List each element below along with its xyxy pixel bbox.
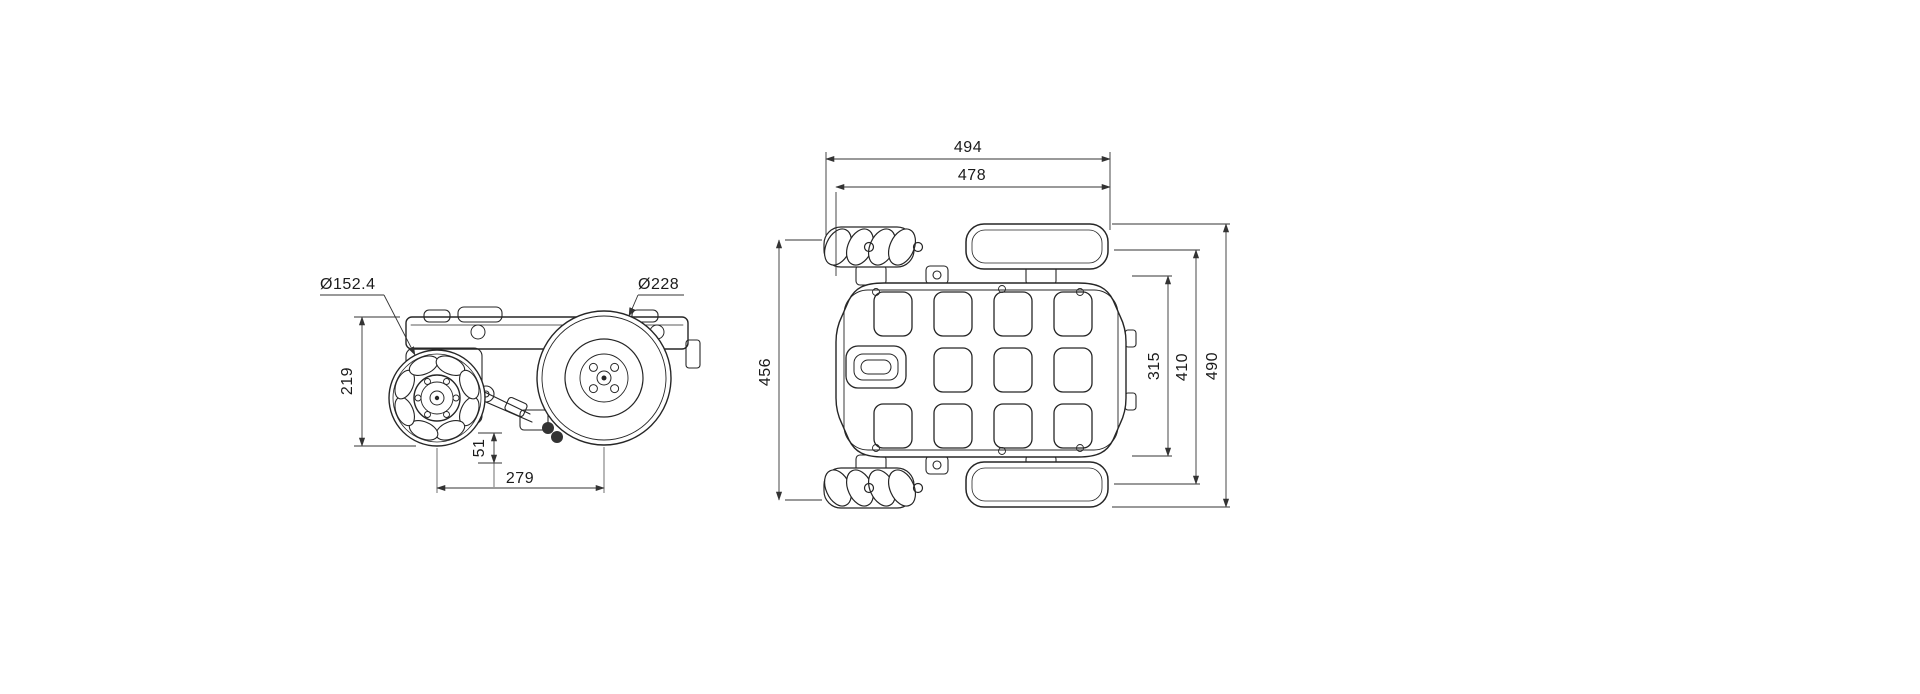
dim-label-wheelbase: 279 bbox=[506, 470, 534, 487]
drive-wheel-side bbox=[536, 310, 672, 446]
top-view bbox=[823, 223, 1137, 509]
mecanum-wheel-bottom-left bbox=[823, 467, 924, 509]
dim-body-width: 478 bbox=[835, 167, 1111, 276]
dim-overall-length: 490 bbox=[1112, 223, 1230, 508]
mecanum-wheel-top-left bbox=[823, 226, 924, 268]
drive-wheel-bottom-right bbox=[965, 461, 1109, 508]
drive-wheel-top-right bbox=[965, 223, 1109, 270]
dim-left-side-length: 456 bbox=[757, 239, 822, 501]
mecanum-hub-bolts bbox=[414, 378, 460, 418]
dim-overall-width: 494 bbox=[825, 139, 1111, 236]
dim-inner-length: 315 bbox=[1132, 275, 1172, 457]
dim-label-inner-length: 315 bbox=[1146, 352, 1163, 380]
dim-label-left-side-length: 456 bbox=[757, 358, 774, 386]
mecanum-rollers-side bbox=[394, 355, 480, 441]
side-view bbox=[388, 306, 701, 447]
dim-label-axle-offset: 51 bbox=[471, 439, 488, 458]
chassis-compartment-grid bbox=[873, 291, 1093, 449]
chassis-side-handle bbox=[845, 345, 907, 389]
drive-wheel-bolts bbox=[588, 362, 620, 394]
dim-label-overall-length: 490 bbox=[1204, 352, 1221, 380]
dim-wheelbase: 279 bbox=[436, 447, 605, 493]
dim-axle-spacing: 410 bbox=[1114, 249, 1200, 485]
top-view-dimensions: 494 478 456 315 410 bbox=[757, 139, 1230, 508]
mecanum-wheel-side bbox=[388, 349, 486, 447]
dim-label-overall-width: 494 bbox=[954, 139, 982, 156]
dim-label-mecanum-diameter: Ø152.4 bbox=[320, 276, 375, 293]
dim-label-drive-wheel-diameter: Ø228 bbox=[638, 276, 679, 293]
dim-mecanum-diameter: Ø152.4 bbox=[320, 276, 416, 356]
dim-drive-wheel-diameter: Ø228 bbox=[628, 276, 684, 317]
dim-axle-offset: 51 bbox=[471, 432, 502, 487]
dim-label-axle-spacing: 410 bbox=[1174, 353, 1191, 381]
side-view-dimensions: Ø152.4 Ø228 219 51 279 bbox=[320, 276, 684, 493]
dim-label-body-width: 478 bbox=[958, 167, 986, 184]
dim-label-body-height: 219 bbox=[339, 367, 356, 395]
dim-body-height: 219 bbox=[339, 316, 416, 447]
